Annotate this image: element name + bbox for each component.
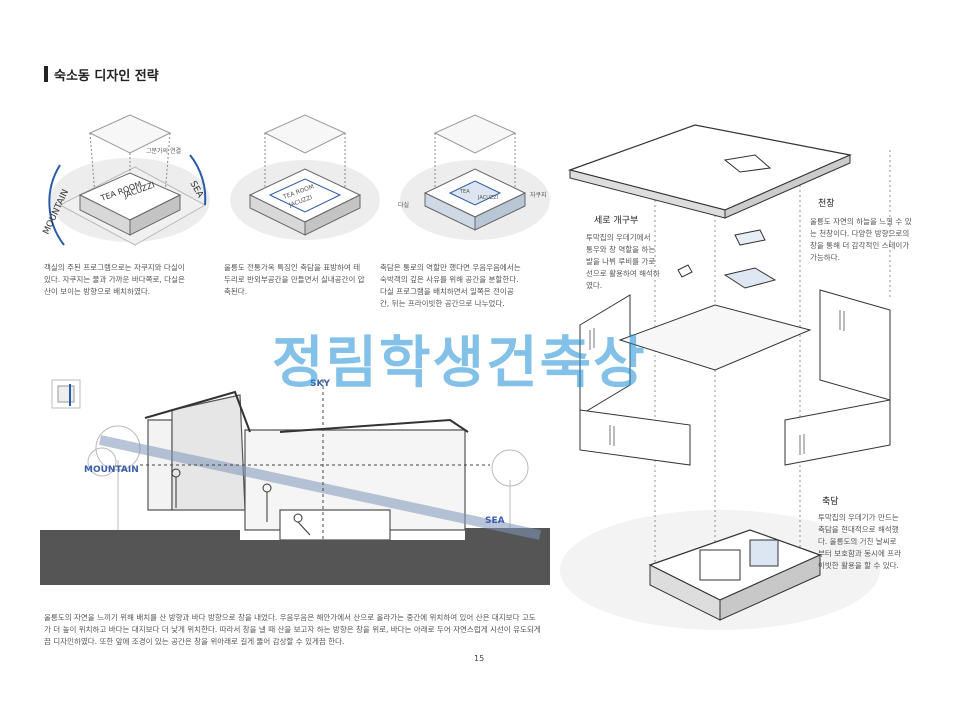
diagram-1: TEA ROOM JACUZZI MOUNTAIN SEA 그분가의 연결: [42, 114, 210, 246]
jacuzzi-kr-label: 자쿠지: [530, 191, 547, 199]
section-drawing: SKY MOUNTAIN SEA: [40, 379, 550, 585]
chukdam-heading: 축담: [822, 497, 839, 507]
section-caption: 울릉도의 자연을 느끼기 위해 배치를 산 방향과 바다 방향으로 창을 내었다…: [44, 613, 541, 646]
page-title: 숙소동 디자인 전략: [54, 69, 159, 84]
connection-label: 그분가의 연결: [146, 147, 181, 155]
diagram-2: TEA ROOM JACUZZI: [230, 114, 380, 240]
concept-diagrams: TEA ROOM JACUZZI MOUNTAIN SEA 그분가의 연결 TE…: [42, 114, 550, 246]
diagram-3: TEA JACUZZI 다실 자쿠지: [398, 114, 550, 240]
vertical-opening-heading: 세로 개구부: [594, 216, 639, 226]
dasil-label: 다실: [398, 201, 409, 209]
key-plan: [51, 379, 81, 409]
sea-label: SEA: [485, 516, 505, 526]
sky-label: SKY: [310, 379, 330, 389]
watermark-text: 정림학생건축상: [272, 331, 647, 396]
page-number: 15: [474, 654, 485, 663]
jacuzzi-label-3: JACUZZI: [477, 195, 498, 201]
skylight-heading: 천창: [818, 199, 835, 209]
exploded-axonometric: [560, 124, 891, 630]
tea-label-3: TEA: [459, 189, 470, 195]
mountain-label: MOUNTAIN: [84, 465, 139, 475]
title-marker: [44, 66, 48, 82]
